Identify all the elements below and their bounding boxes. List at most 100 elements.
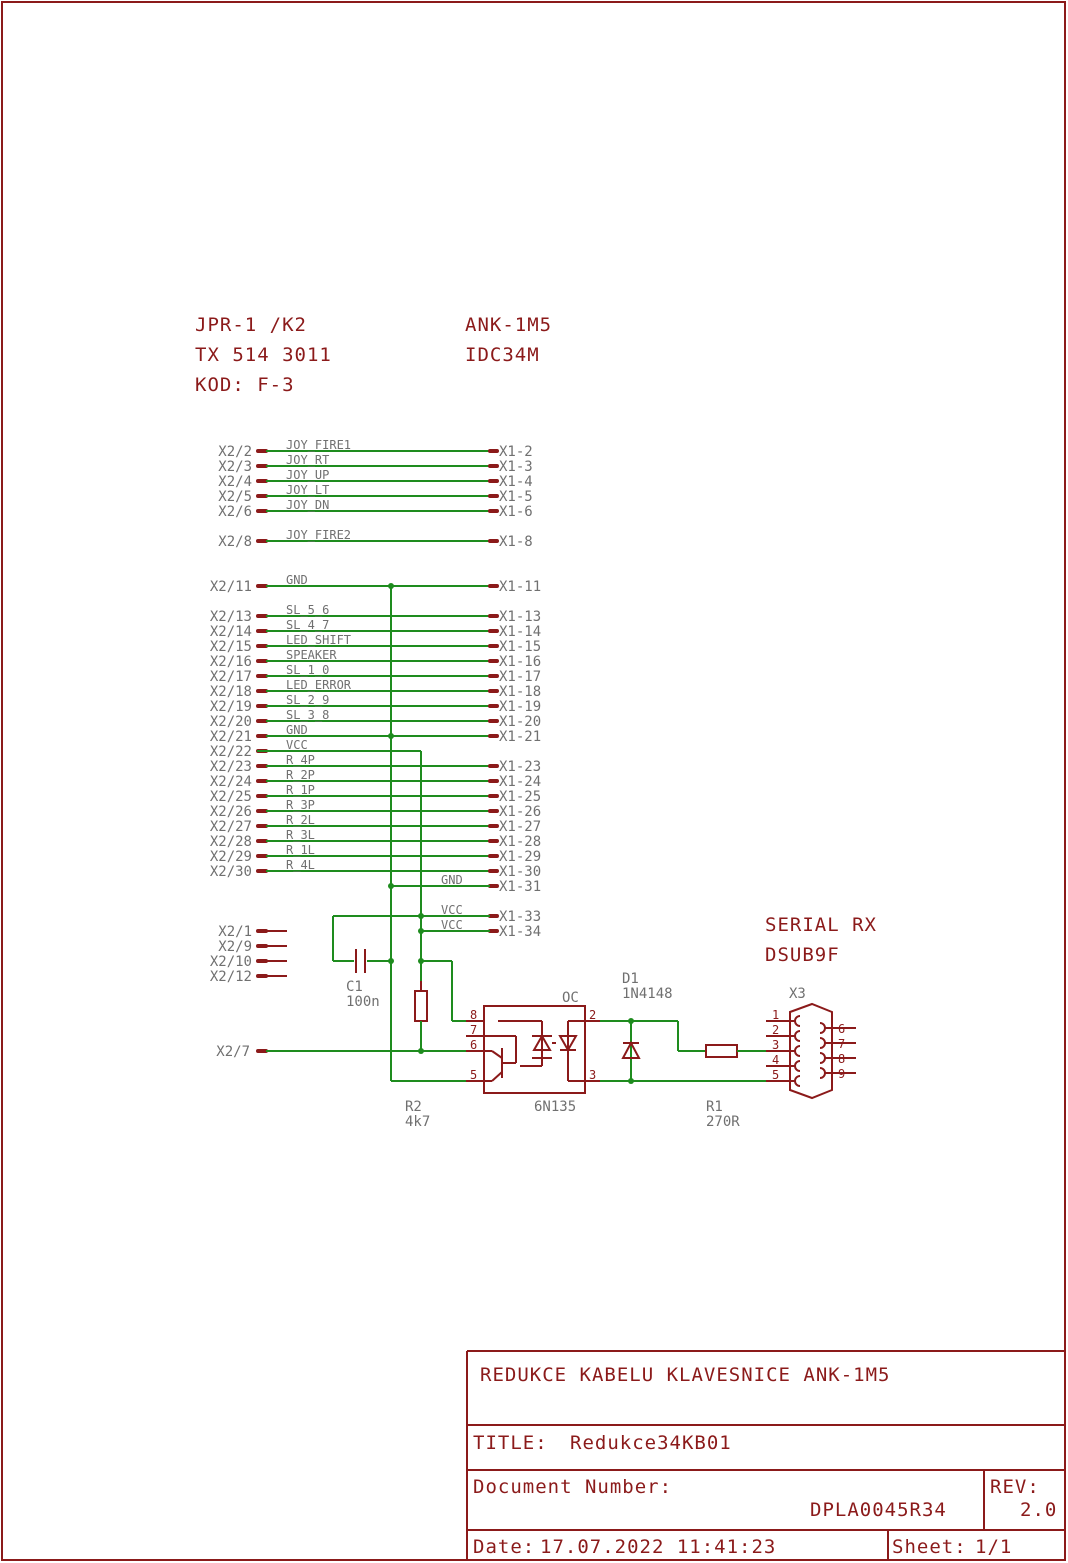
x3-pin-number: 9 — [838, 1067, 845, 1081]
optocoupler-6n135: 8 7 6 5 2 3 OC 6N135 — [466, 990, 600, 1115]
x2-pin-label: X2/13 — [210, 609, 252, 625]
net-label: SL_2_9 — [286, 693, 329, 707]
net-label: SL_3_8 — [286, 708, 329, 722]
x2-pin-label: X2/20 — [210, 714, 252, 730]
net-label: R_2P — [286, 768, 315, 782]
net-label: R_4P — [286, 753, 315, 767]
title-label: TITLE: — [473, 1432, 548, 1454]
x1-pin-label: X1-18 — [499, 684, 541, 700]
x1-pin-label: X1-6 — [499, 504, 533, 520]
x2-pin-label: X2/8 — [218, 534, 252, 550]
r1-value: 270R — [706, 1114, 740, 1130]
x1-pin-label: X1-27 — [499, 819, 541, 835]
net-row: X2/19 SL_2_9 X1-19 — [210, 693, 541, 715]
x2-pin-label: X2/9 — [218, 939, 252, 955]
net-label: JOY_FIRE2 — [286, 528, 351, 542]
title-block-heading: REDUKCE KABELU KLAVESNICE ANK-1M5 — [480, 1364, 891, 1386]
x1-pin-label: X1-23 — [499, 759, 541, 775]
oc-pin-6: 6 — [470, 1038, 477, 1052]
x1-pin-label: X1-16 — [499, 654, 541, 670]
x2-pin-label: X2/30 — [210, 864, 252, 880]
net-label: SPEAKER — [286, 648, 337, 662]
d1-value: 1N4148 — [622, 986, 673, 1002]
x2-pin-label: X2/25 — [210, 789, 252, 805]
net-label: R_1P — [286, 783, 315, 797]
oc-pin-2: 2 — [589, 1008, 596, 1022]
net-label: SL_1_0 — [286, 663, 329, 677]
net-label: R_3P — [286, 798, 315, 812]
net-row: X2/6 JOY_DN X1-6 — [218, 498, 532, 520]
net-row: X2/8 JOY_FIRE2 X1-8 — [218, 528, 532, 550]
x1-pin-label: X1-28 — [499, 834, 541, 850]
net-label: GND — [286, 573, 308, 587]
x2-pin-label: X2/17 — [210, 669, 252, 685]
x1-pin-label: X1-33 — [499, 909, 541, 925]
rev-label: REV: — [990, 1476, 1040, 1498]
x1-pin-label: X1-24 — [499, 774, 541, 790]
x2-pin-label: X2/6 — [218, 504, 252, 520]
net-label: JOY_DN — [286, 498, 329, 512]
c1-name: C1 — [346, 979, 363, 995]
note-left-3: KOD: F-3 — [195, 374, 295, 396]
rev-value: 2.0 — [1020, 1499, 1057, 1521]
capacitor-c1: C1 100n — [332, 915, 421, 1010]
docnum-value: DPLA0045R34 — [810, 1499, 947, 1521]
x2-pin-label: X2/29 — [210, 849, 252, 865]
x3-pin-number: 4 — [772, 1053, 779, 1067]
x2-pin-label: X2/18 — [210, 684, 252, 700]
x2-pin-label: X2/16 — [210, 654, 252, 670]
x1-pin-label: X1-21 — [499, 729, 541, 745]
x2-pin-label: X2/2 — [218, 444, 252, 460]
x3-pin-number: 8 — [838, 1052, 845, 1066]
x2-pin-label: X2/5 — [218, 489, 252, 505]
net-label: GND — [286, 723, 308, 737]
note-left-1: JPR-1 /K2 — [195, 314, 307, 336]
x1-pin-label: X1-8 — [499, 534, 533, 550]
net-label: GND — [441, 873, 463, 887]
x1-pin-label: X1-25 — [499, 789, 541, 805]
x3-pin-number: 3 — [772, 1038, 779, 1052]
x2-pin-label: X2/27 — [210, 819, 252, 835]
x2-pin-label: X2/10 — [210, 954, 252, 970]
x1-pin-label: X1-19 — [499, 699, 541, 715]
x3-name: X3 — [789, 986, 806, 1002]
date-value: 17.07.2022 11:41:23 — [540, 1536, 776, 1558]
net-label: LED_ERROR — [286, 678, 352, 692]
net-row: X2/18 LED_ERROR X1-18 — [210, 678, 541, 700]
x2-pin-label: X2/11 — [210, 579, 252, 595]
net-row: X2/17 SL_1_0 X1-17 — [210, 663, 541, 685]
x1-pin-label: X1-17 — [499, 669, 541, 685]
net-label: R_4L — [286, 858, 315, 872]
x1-pin-label: X1-30 — [499, 864, 541, 880]
x2-pin-label: X2/21 — [210, 729, 252, 745]
net-label: LED_SHIFT — [286, 633, 351, 647]
x3-pin-number: 7 — [838, 1037, 845, 1051]
x3-pin-number: 5 — [772, 1068, 779, 1082]
r2-name: R2 — [405, 1099, 422, 1115]
oc-name: OC — [562, 990, 579, 1006]
x3-pin-number: 1 — [772, 1008, 779, 1022]
x2-pin-label: X2/4 — [218, 474, 252, 490]
x2-pin-label: X2/28 — [210, 834, 252, 850]
r1-name: R1 — [706, 1099, 723, 1115]
x2-7-label: X2/7 — [216, 1044, 250, 1060]
x1-pin-label: X1-11 — [499, 579, 541, 595]
x2-pin-label: X2/23 — [210, 759, 252, 775]
c1-value: 100n — [346, 994, 380, 1010]
pin-x2-7: X2/7 — [216, 1044, 476, 1060]
x2-pin-label: X2/19 — [210, 699, 252, 715]
oc-value: 6N135 — [534, 1099, 576, 1115]
